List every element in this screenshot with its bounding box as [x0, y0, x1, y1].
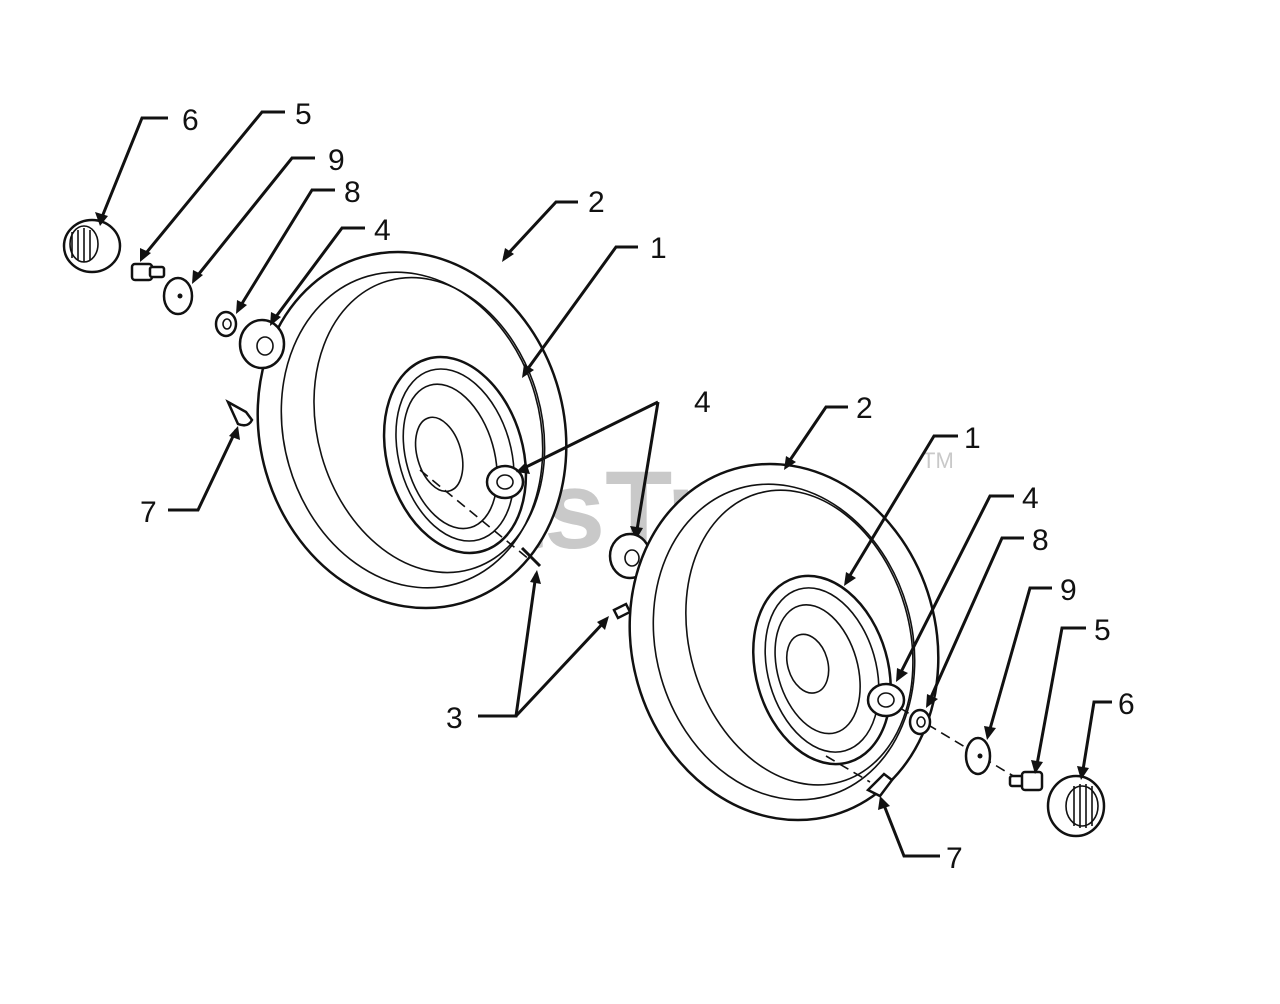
left-hub-bearing	[485, 464, 525, 500]
right-washer-8	[908, 708, 932, 736]
right-cap-6	[1046, 774, 1106, 838]
callout-7-right: 7	[946, 842, 963, 875]
callout-4-left: 4	[374, 214, 391, 247]
callout-2-left: 2	[588, 186, 605, 219]
callout-5-right: 5	[1094, 614, 1111, 647]
callout-9-right: 9	[1060, 574, 1077, 607]
callout-1-right: 1	[964, 422, 981, 455]
callout-4-hub: 4	[694, 386, 711, 419]
right-washer-9	[964, 736, 992, 776]
left-bolt-5	[130, 262, 166, 282]
left-cap-6	[62, 218, 122, 274]
left-leaders	[95, 110, 660, 540]
callout-1-left: 1	[650, 232, 667, 265]
callout-8-right: 8	[1032, 524, 1049, 557]
right-bolt-5	[1008, 770, 1044, 792]
callout-2-right: 2	[856, 392, 873, 425]
left-rim	[382, 355, 528, 555]
callout-3: 3	[446, 702, 463, 735]
left-bearing-4	[238, 318, 286, 370]
callout-4-right: 4	[1022, 482, 1039, 515]
left-valve-7	[225, 399, 254, 427]
callout-6-right: 6	[1118, 688, 1135, 721]
callout-9-left: 9	[328, 144, 345, 177]
watermark-tm: TM	[922, 448, 954, 473]
right-callouts: 2 1 4 8 9 5 6 7 3	[446, 392, 1135, 875]
left-rim-valve	[520, 546, 542, 568]
right-leaders	[478, 405, 1112, 858]
callout-5-left: 5	[295, 98, 312, 131]
callout-8-left: 8	[344, 176, 361, 209]
right-valve-small	[612, 602, 632, 620]
left-callouts: 6 5 9 8 4 2 1 4 7	[140, 98, 711, 529]
callout-7-left: 7	[140, 496, 157, 529]
left-wheel-assembly: 6 5 9 8 4 2 1 4 7	[62, 98, 711, 610]
left-washer-9	[162, 276, 194, 316]
right-hub-bearing	[866, 682, 906, 718]
right-wheel-assembly: 2 1 4 8 9 5 6 7 3	[446, 392, 1135, 875]
left-washer-8	[214, 310, 238, 338]
right-rim	[752, 574, 892, 766]
right-valve-7	[865, 772, 894, 798]
callout-6-left: 6	[182, 104, 199, 137]
